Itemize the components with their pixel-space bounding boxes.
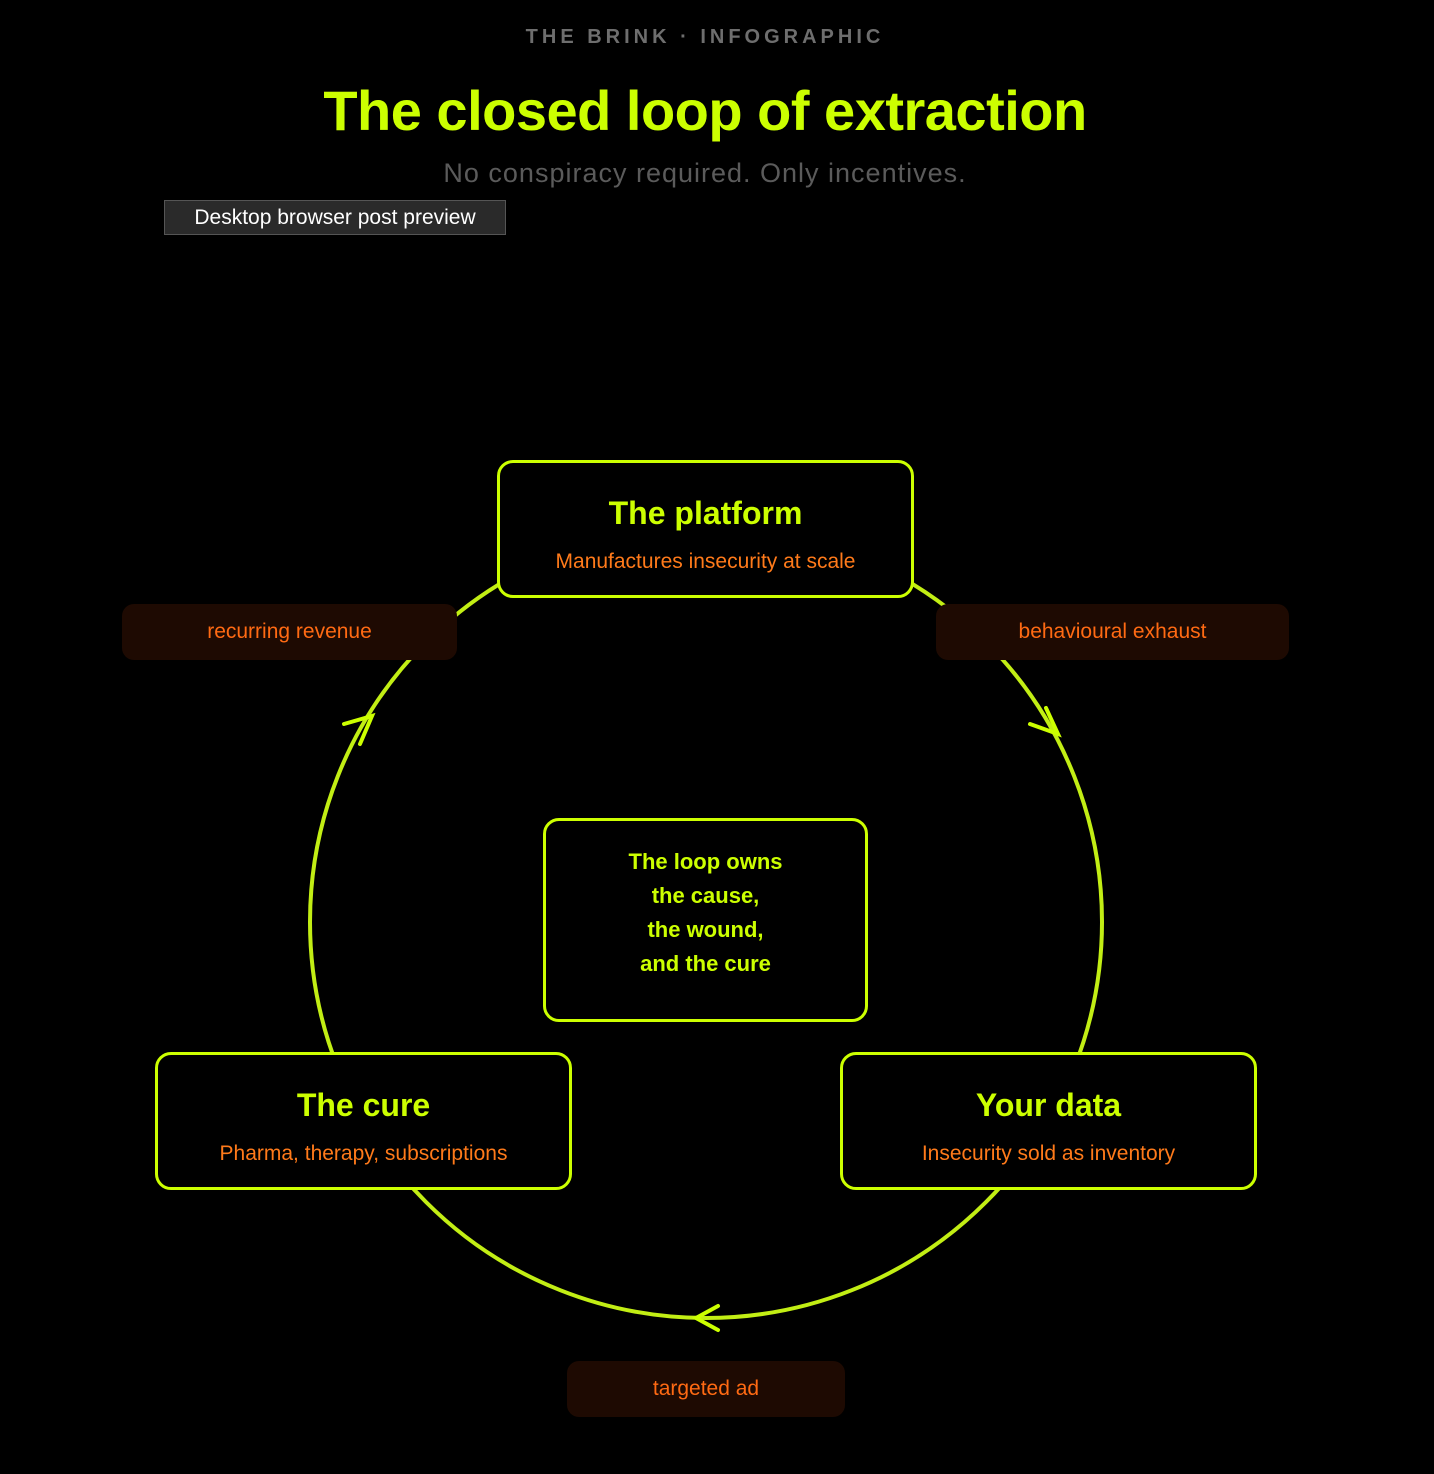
node-cure-title: The cure xyxy=(296,1087,431,1123)
center-line: The loop owns xyxy=(628,849,783,874)
node-cure: The cure Pharma, therapy, subscriptions xyxy=(155,1052,572,1190)
edge-label-targeted-ad: targeted ad xyxy=(567,1361,845,1417)
node-your-data-subtitle: Insecurity sold as inventory xyxy=(921,1142,1176,1165)
arrow-head-left xyxy=(342,712,376,746)
preview-tooltip: Desktop browser post preview xyxy=(164,200,506,235)
eyebrow: THE BRINK · INFOGRAPHIC xyxy=(525,26,885,48)
node-platform: The platform Manufactures insecurity at … xyxy=(497,460,914,598)
page-subtitle: No conspiracy required. Only incentives. xyxy=(443,158,967,188)
edge-label-behavioural-exhaust: behavioural exhaust xyxy=(936,604,1289,660)
center-line: and the cure xyxy=(640,951,771,976)
node-your-data: Your data Insecurity sold as inventory xyxy=(840,1052,1257,1190)
node-platform-title: The platform xyxy=(608,495,803,531)
center-line: the cause, xyxy=(651,883,760,908)
center-line: the wound, xyxy=(647,917,764,942)
node-your-data-title: Your data xyxy=(975,1087,1122,1123)
node-cure-subtitle: Pharma, therapy, subscriptions xyxy=(219,1142,508,1165)
node-platform-subtitle: Manufactures insecurity at scale xyxy=(555,550,856,573)
arrow-head-right xyxy=(1028,706,1062,738)
center-callout: The loop owns the cause, the wound, and … xyxy=(543,818,868,1022)
edge-label-recurring-revenue: recurring revenue xyxy=(122,604,457,660)
page-title: The closed loop of extraction xyxy=(323,79,1087,142)
arrow-head-bottom xyxy=(691,1304,720,1332)
